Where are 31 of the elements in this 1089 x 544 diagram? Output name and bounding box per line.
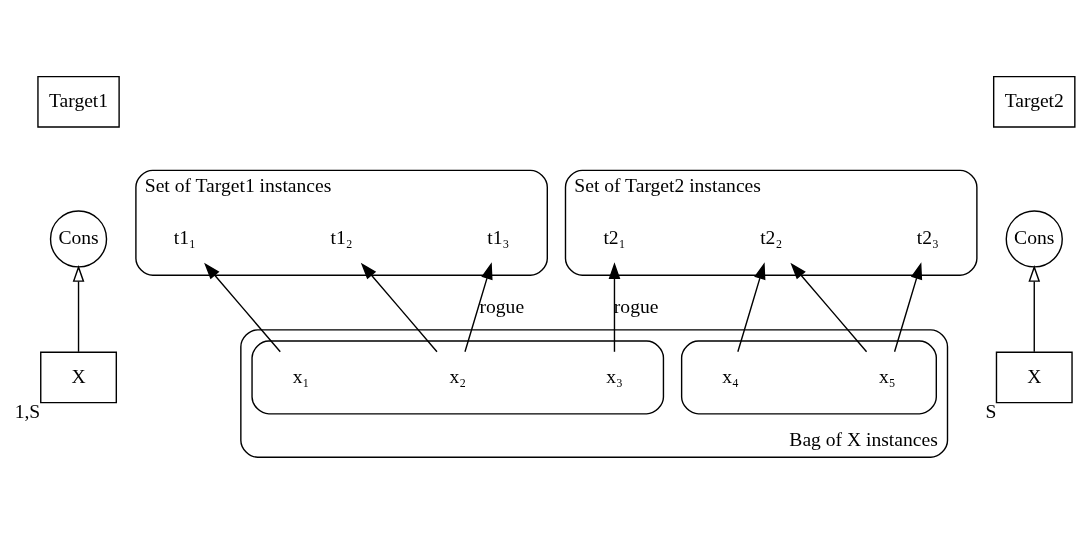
node-text: t1₁ (173, 226, 196, 248)
node-text: t2₃ (916, 226, 939, 248)
node-box: X (40, 351, 117, 403)
node-text: t2₂ (760, 226, 783, 248)
node-box: Target1 (37, 75, 120, 128)
arrow (464, 261, 493, 352)
edge-label: rogue (479, 295, 525, 317)
node-box: Target2 (992, 75, 1076, 128)
node-text: x₂ (449, 365, 467, 387)
arrow (737, 261, 766, 352)
node-text: t1₃ (487, 226, 510, 248)
node-label: S (985, 400, 997, 422)
node-text: t2₁ (603, 226, 626, 248)
node-circle: Cons (49, 209, 108, 268)
cluster (251, 339, 665, 415)
node-text: x₅ (879, 365, 896, 387)
arrow (1028, 264, 1041, 352)
node-circle: Cons (1005, 209, 1063, 268)
arrow (893, 261, 923, 352)
arrow (790, 262, 868, 352)
arrow (72, 264, 85, 352)
node-text: x₃ (606, 365, 623, 387)
node-text: t1₂ (330, 226, 353, 248)
node-text: x₄ (722, 365, 739, 387)
node-box: X (995, 351, 1073, 403)
edge-label: rogue (613, 295, 659, 317)
arrow (360, 262, 438, 352)
node-text: x₁ (292, 365, 310, 387)
cluster (680, 339, 937, 415)
node-label: 1,S (14, 400, 41, 422)
arrow (608, 261, 621, 352)
